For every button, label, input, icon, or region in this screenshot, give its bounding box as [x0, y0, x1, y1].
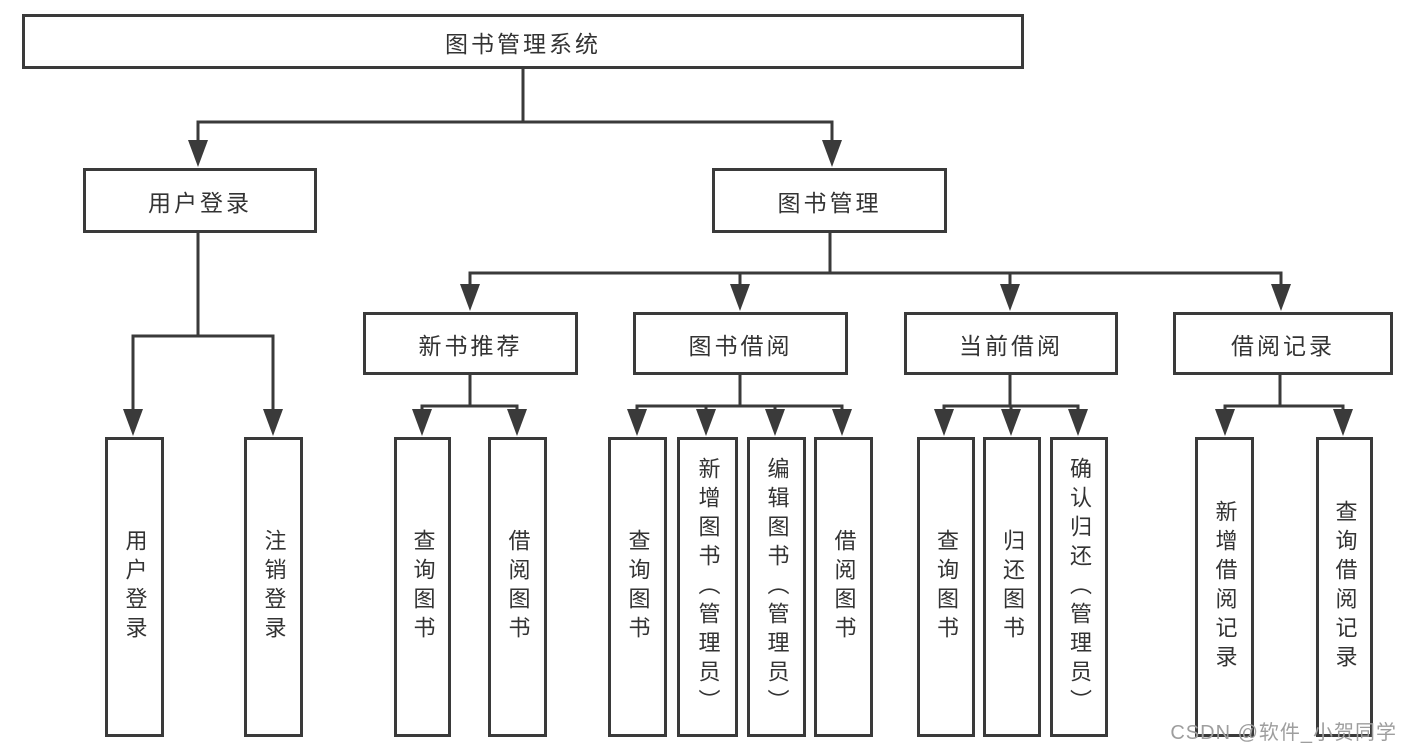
node-current-borrowing: 当前借阅 — [904, 312, 1118, 375]
leaf-user-login: 用户登录 — [105, 437, 164, 737]
leaf-add-book-admin: 新增图书（管理员） — [677, 437, 738, 737]
node-book-borrowing-label: 图书借阅 — [688, 332, 793, 359]
leaf-query-book-current: 查询图书 — [917, 437, 975, 737]
node-new-book-recommend: 新书推荐 — [363, 312, 578, 375]
leaf-user-login-label: 用户登录 — [122, 529, 148, 645]
leaf-query-book-borrowing: 查询图书 — [608, 437, 667, 737]
leaf-edit-book-admin: 编辑图书（管理员） — [747, 437, 806, 737]
node-book-management: 图书管理 — [712, 168, 947, 233]
leaf-query-book-recommend-label: 查询图书 — [410, 529, 436, 645]
node-new-book-recommend-label: 新书推荐 — [418, 332, 523, 359]
leaf-logout-label: 注销登录 — [261, 529, 287, 645]
leaf-edit-book-admin-label: 编辑图书（管理员） — [764, 456, 790, 718]
leaf-return-book: 归还图书 — [983, 437, 1041, 737]
leaf-confirm-return-admin: 确认归还（管理员） — [1050, 437, 1108, 737]
node-user-login-label: 用户登录 — [148, 189, 252, 216]
node-book-management-label: 图书管理 — [777, 189, 882, 216]
leaf-borrow-book: 借阅图书 — [814, 437, 873, 737]
leaf-borrow-book-recommend-label: 借阅图书 — [505, 529, 531, 645]
leaf-add-book-admin-label: 新增图书（管理员） — [695, 456, 721, 718]
leaf-query-book-recommend: 查询图书 — [394, 437, 451, 737]
leaf-borrow-book-recommend: 借阅图书 — [488, 437, 547, 737]
leaf-query-book-current-label: 查询图书 — [934, 529, 959, 645]
node-book-borrowing: 图书借阅 — [633, 312, 848, 375]
leaf-query-book-borrowing-label: 查询图书 — [625, 529, 651, 645]
node-borrowing-records: 借阅记录 — [1173, 312, 1393, 375]
node-borrowing-records-label: 借阅记录 — [1231, 332, 1335, 359]
node-root: 图书管理系统 — [22, 14, 1024, 69]
leaf-add-borrow-record: 新增借阅记录 — [1195, 437, 1254, 737]
csdn-watermark: CSDN @软件_小贺同学 — [1170, 722, 1397, 744]
node-user-login: 用户登录 — [83, 168, 317, 233]
leaf-return-book-label: 归还图书 — [1000, 529, 1025, 645]
node-current-borrowing-label: 当前借阅 — [959, 332, 1063, 359]
leaf-logout: 注销登录 — [244, 437, 303, 737]
node-root-label: 图书管理系统 — [445, 30, 601, 57]
leaf-borrow-book-label: 借阅图书 — [831, 529, 857, 645]
leaf-add-borrow-record-label: 新增借阅记录 — [1212, 500, 1238, 674]
leaf-confirm-return-admin-label: 确认归还（管理员） — [1067, 456, 1092, 718]
leaf-query-borrow-record: 查询借阅记录 — [1316, 437, 1373, 737]
leaf-query-borrow-record-label: 查询借阅记录 — [1332, 500, 1358, 674]
